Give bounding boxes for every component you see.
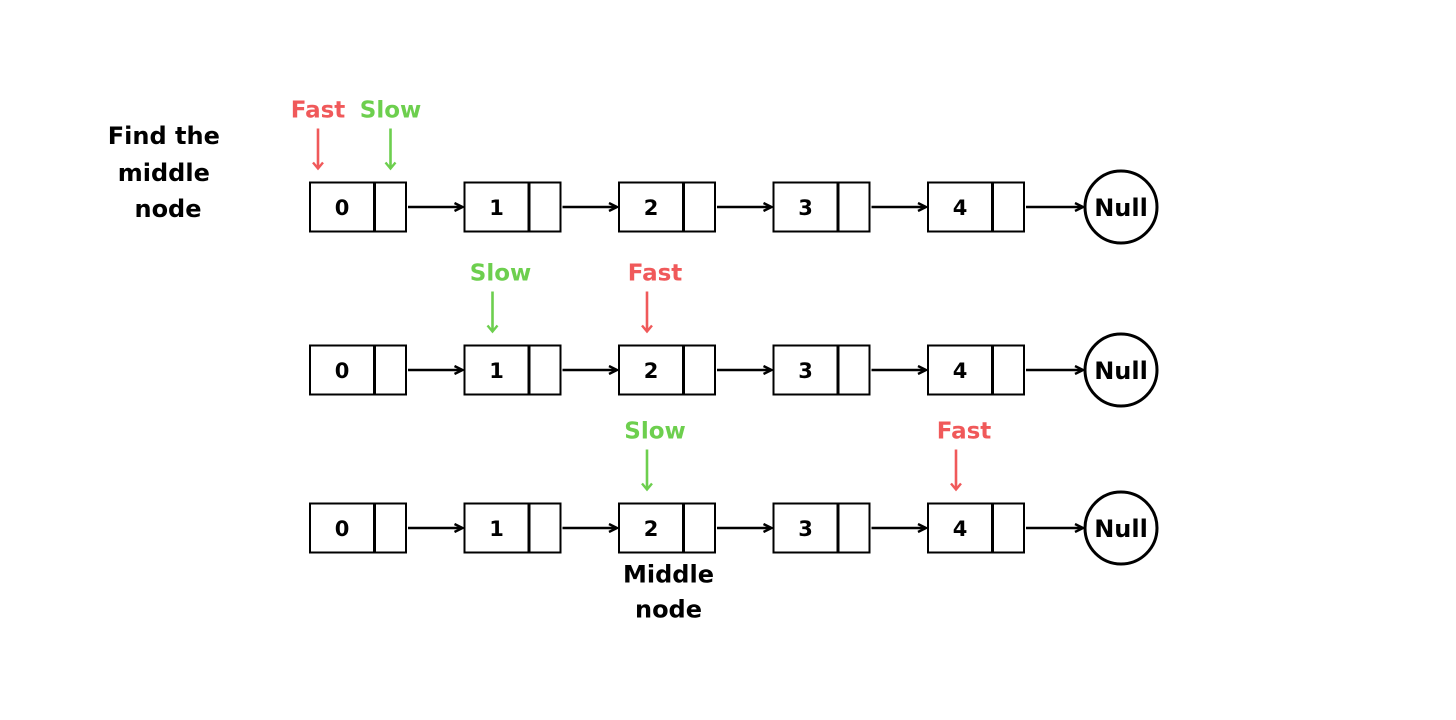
node-next-box — [374, 502, 407, 554]
node-value-text: 1 — [489, 196, 504, 220]
null-label: Null — [1094, 357, 1148, 385]
list-row: 0 1 2 3 4 Null Slow Fast — [309, 419, 1159, 566]
node-next-box — [683, 344, 716, 396]
node-value-box — [772, 502, 839, 554]
diagram-title: Find the middle node — [108, 122, 228, 223]
null-node: Null — [1083, 332, 1159, 408]
node-value-box — [309, 502, 375, 554]
node-value-text: 1 — [489, 517, 504, 541]
node-next-box — [683, 181, 716, 233]
list-node: 1 — [463, 344, 562, 396]
slow-pointer: Slow — [360, 98, 422, 171]
null-circle — [1083, 169, 1159, 245]
list-node: 2 — [618, 344, 716, 396]
fast-pointer-label: Fast — [937, 419, 992, 445]
middle-node-label-line: Middle — [623, 561, 714, 589]
list-node: 4 — [927, 181, 1025, 233]
node-value-box — [463, 181, 530, 233]
node-value-box — [618, 181, 684, 233]
node-next-box — [837, 502, 871, 554]
slow-pointer: Slow — [470, 261, 532, 334]
node-value-text: 4 — [953, 517, 968, 541]
node-value-text: 3 — [798, 359, 813, 383]
list-node: 0 — [309, 181, 407, 233]
node-value-text: 4 — [953, 196, 968, 220]
null-label: Null — [1094, 515, 1148, 543]
node-value-box — [927, 344, 993, 396]
null-label: Null — [1094, 194, 1148, 222]
node-next-box — [837, 181, 871, 233]
slow-pointer: Slow — [624, 419, 686, 492]
fast-pointer: Fast — [628, 261, 683, 334]
fast-pointer-label: Fast — [628, 261, 683, 287]
slow-pointer-label: Slow — [360, 98, 422, 124]
list-node: 1 — [463, 181, 562, 233]
node-next-box — [992, 344, 1025, 396]
node-next-box — [528, 181, 562, 233]
title-line: middle — [118, 159, 210, 187]
fast-pointer: Fast — [937, 419, 992, 492]
node-value-box — [618, 502, 684, 554]
list-node: 2 — [618, 502, 716, 554]
null-node: Null — [1083, 169, 1159, 245]
node-next-box — [683, 502, 716, 554]
list-node: 0 — [309, 502, 407, 554]
node-next-box — [837, 344, 871, 396]
node-next-box — [374, 181, 407, 233]
middle-node-label: Middle node — [623, 561, 714, 624]
title-line: node — [134, 195, 201, 223]
node-value-text: 2 — [644, 196, 659, 220]
slow-pointer-label: Slow — [470, 261, 532, 287]
node-next-box — [528, 502, 562, 554]
node-value-text: 0 — [335, 517, 350, 541]
node-value-box — [463, 502, 530, 554]
list-node: 3 — [772, 502, 871, 554]
list-node: 3 — [772, 344, 871, 396]
node-value-box — [772, 344, 839, 396]
node-next-box — [528, 344, 562, 396]
fast-pointer: Fast — [291, 98, 346, 171]
node-value-text: 3 — [798, 517, 813, 541]
fast-pointer-label: Fast — [291, 98, 346, 124]
null-node: Null — [1083, 490, 1159, 566]
node-value-text: 4 — [953, 359, 968, 383]
list-node: 1 — [463, 502, 562, 554]
node-value-text: 2 — [644, 517, 659, 541]
node-value-box — [463, 344, 530, 396]
node-value-text: 2 — [644, 359, 659, 383]
slow-pointer-label: Slow — [624, 419, 686, 445]
list-node: 4 — [927, 502, 1025, 554]
node-next-box — [992, 181, 1025, 233]
node-next-box — [374, 344, 407, 396]
list-row: 0 1 2 3 4 Null Fast Slow — [291, 98, 1159, 245]
title-line: Find the — [108, 122, 220, 150]
list-node: 3 — [772, 181, 871, 233]
node-next-box — [992, 502, 1025, 554]
null-circle — [1083, 490, 1159, 566]
null-circle — [1083, 332, 1159, 408]
middle-node-label-line: node — [635, 596, 702, 624]
list-node: 0 — [309, 344, 407, 396]
node-value-box — [309, 181, 375, 233]
node-value-text: 3 — [798, 196, 813, 220]
list-node: 4 — [927, 344, 1025, 396]
node-value-text: 0 — [335, 196, 350, 220]
node-value-text: 1 — [489, 359, 504, 383]
node-value-box — [309, 344, 375, 396]
list-node: 2 — [618, 181, 716, 233]
node-value-box — [772, 181, 839, 233]
node-value-text: 0 — [335, 359, 350, 383]
list-row: 0 1 2 3 4 Null Slow Fast — [309, 261, 1159, 408]
